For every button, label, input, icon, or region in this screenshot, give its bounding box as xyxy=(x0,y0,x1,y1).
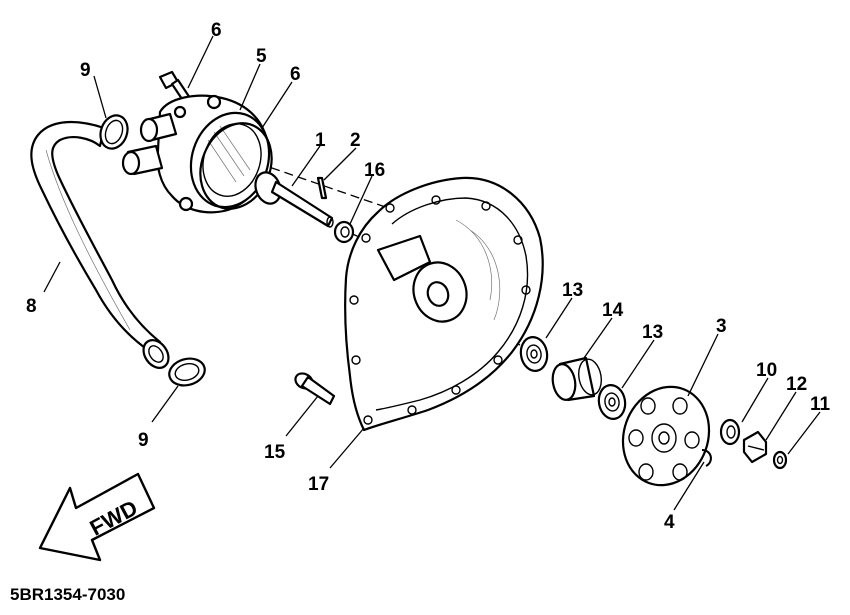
collar xyxy=(551,356,602,402)
pump-housing xyxy=(121,94,271,214)
leader-lines xyxy=(43,35,821,511)
callout-12: 12 xyxy=(786,374,807,395)
callout-6: 6 xyxy=(290,64,301,85)
callout-11: 11 xyxy=(810,394,831,415)
fwd-arrow: FWD xyxy=(38,472,156,562)
small-washer xyxy=(772,450,788,470)
callout-9b: 9 xyxy=(138,430,149,451)
callout-14: 14 xyxy=(602,300,624,321)
callout-16: 15 xyxy=(264,442,286,463)
water-hose xyxy=(30,120,170,369)
callout-17: 17 xyxy=(308,474,329,495)
pin xyxy=(316,176,328,200)
callout-13a: 13 xyxy=(562,280,583,301)
callout-2: 2 xyxy=(350,130,361,151)
circlip xyxy=(701,449,712,467)
bearing-left xyxy=(519,336,549,372)
callout-1: 1 xyxy=(315,130,326,151)
callout-4: 4 xyxy=(664,512,675,533)
oil-seal xyxy=(333,220,355,244)
hose-clamp-upper xyxy=(99,114,129,150)
callout-labels: 6 5 6 9 1 2 16 8 9 13 14 13 3 10 12 11 4… xyxy=(26,20,831,533)
callout-13b: 13 xyxy=(642,322,663,343)
callout-10: 10 xyxy=(756,360,777,381)
callout-9a: 9 xyxy=(80,60,91,81)
bearing-right xyxy=(597,384,627,420)
washer xyxy=(719,418,741,446)
bolt-16 xyxy=(294,372,336,406)
drawing-code: 5BR1354-7030 xyxy=(10,585,125,604)
hose-clamp-lower xyxy=(168,357,206,387)
callout-7: 6 xyxy=(211,20,222,41)
drive-plate xyxy=(621,385,711,487)
crankcase-cover xyxy=(344,176,544,432)
callout-3: 3 xyxy=(716,316,727,337)
callout-5: 5 xyxy=(256,46,267,67)
callout-8: 8 xyxy=(26,296,37,317)
nut xyxy=(742,430,768,464)
callout-15: 16 xyxy=(364,160,385,181)
impeller-shaft xyxy=(254,171,334,228)
